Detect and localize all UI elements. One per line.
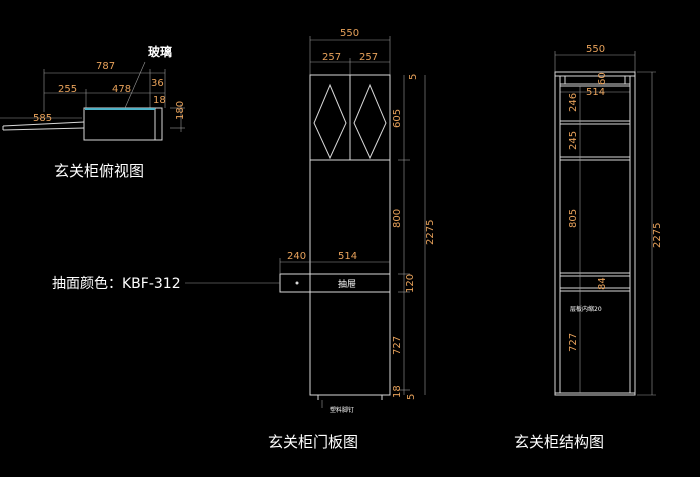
top-dim-right-small: 36 (151, 78, 164, 89)
struct-dim-drawer: 84 (597, 277, 608, 290)
struct-dim-top-rail: 60 (597, 72, 608, 85)
structure-view-title: 玄关柜结构图 (514, 433, 604, 451)
struct-dim-shelf2: 245 (568, 131, 579, 150)
door-dim-drawer-height: 120 (405, 274, 416, 293)
door-dim-total: 2275 (425, 220, 436, 245)
door-dim-right: 257 (359, 52, 378, 63)
struct-dim-width: 550 (586, 44, 605, 55)
bottom-note: 塑料脚钉 (330, 406, 354, 414)
struct-dim-lower: 727 (568, 333, 579, 352)
top-dim-right-tiny: 18 (153, 95, 166, 106)
door-view: 550 257 257 240 514 5 605 800 120 727 18… (52, 28, 436, 451)
door-dim-drawer-offset: 240 (287, 251, 306, 262)
struct-dim-total: 2275 (652, 223, 663, 248)
door-dim-lower: 727 (392, 336, 403, 355)
door-dim-width: 550 (340, 28, 359, 39)
top-view-title: 玄关柜俯视图 (54, 162, 144, 180)
struct-dim-open: 805 (568, 209, 579, 228)
glass-label: 玻璃 (148, 44, 172, 59)
structure-view: 550 514 60 246 245 805 84 727 2275 层板内缩2… (514, 44, 663, 451)
top-dim-depth: 180 (175, 101, 186, 120)
top-dim-offset: 585 (33, 113, 52, 124)
door-dim-drawer-width: 514 (338, 251, 357, 262)
drawer-color-label: 抽面颜色：KBF-312 (52, 275, 181, 292)
top-view: 787 255 478 36 18 585 180 玻璃 玄关柜俯视图 (0, 44, 186, 180)
door-dim-upper: 605 (392, 109, 403, 128)
top-dim-overall: 787 (96, 61, 115, 72)
struct-dim-inner: 514 (586, 87, 605, 98)
door-dim-foot: 18 (392, 385, 403, 398)
top-dim-left: 255 (58, 84, 77, 95)
shelf-note: 层板内缩20 (570, 305, 602, 313)
door-dim-left: 257 (322, 52, 341, 63)
drawer-label: 抽屉 (338, 278, 356, 290)
top-dim-mid: 478 (112, 84, 131, 95)
door-dim-middle: 800 (392, 209, 403, 228)
door-dim-bottom-gap: 5 (406, 394, 417, 400)
door-dim-top-gap: 5 (408, 74, 419, 80)
struct-dim-shelf1: 246 (568, 93, 579, 112)
door-view-title: 玄关柜门板图 (268, 433, 358, 451)
